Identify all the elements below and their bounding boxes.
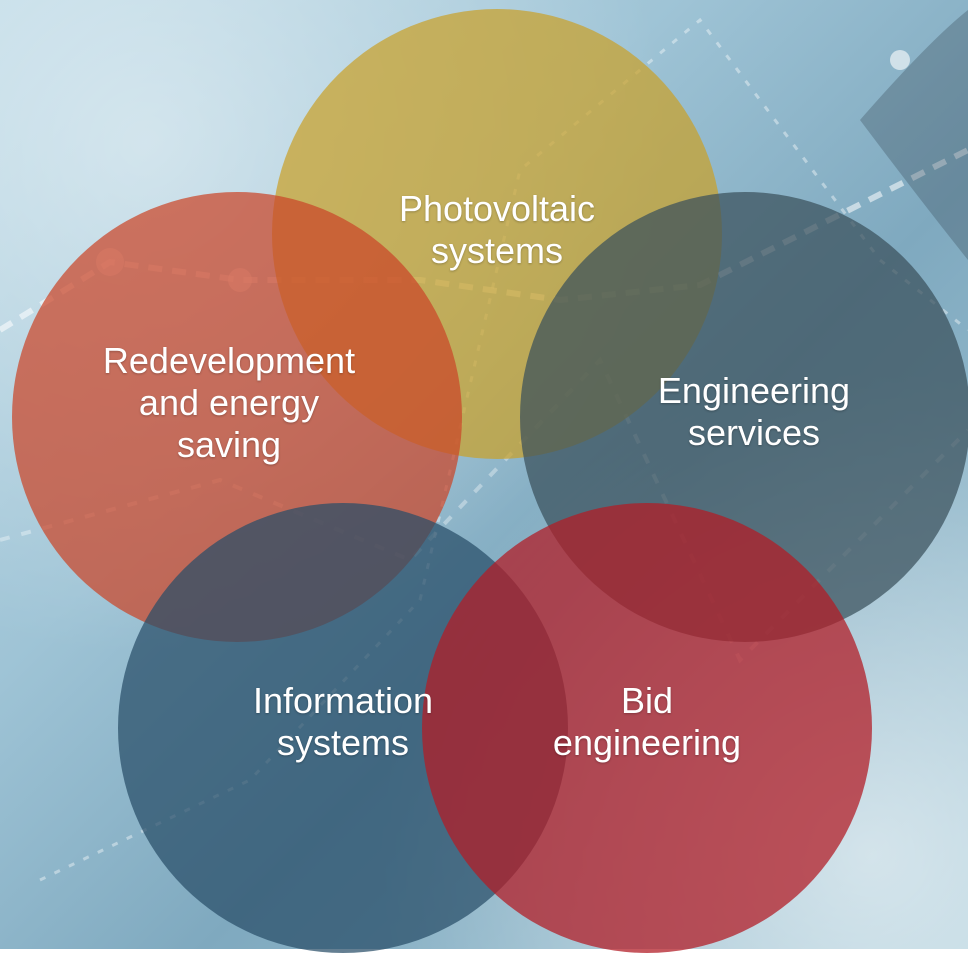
information-systems-label: Information systems — [193, 680, 493, 764]
redevelopment-label-line-1: Redevelopment — [102, 340, 356, 381]
engineering-services-label-line-1: Engineering — [657, 370, 851, 411]
bid-engineering-label: Bid engineering — [497, 680, 797, 764]
engineering-services-label: Engineering services — [604, 370, 904, 454]
bid-engineering-label-line-2: engineering — [552, 722, 742, 763]
redevelopment-label-line-2: and energy — [138, 382, 320, 423]
engineering-services-label-line-2: services — [687, 412, 821, 453]
redevelopment-label-line-3: saving — [176, 424, 282, 465]
information-systems-label-line-1: Information — [252, 680, 434, 721]
bid-engineering-label-line-1: Bid — [620, 680, 674, 721]
photovoltaic-label: Photovoltaic systems — [347, 188, 647, 272]
bid-engineering-circle[interactable] — [422, 503, 872, 953]
photovoltaic-label-line-2: systems — [430, 230, 563, 271]
information-systems-label-line-2: systems — [276, 722, 409, 763]
redevelopment-label: Redevelopment and energy saving — [54, 340, 404, 466]
photovoltaic-label-line-1: Photovoltaic — [398, 188, 596, 229]
